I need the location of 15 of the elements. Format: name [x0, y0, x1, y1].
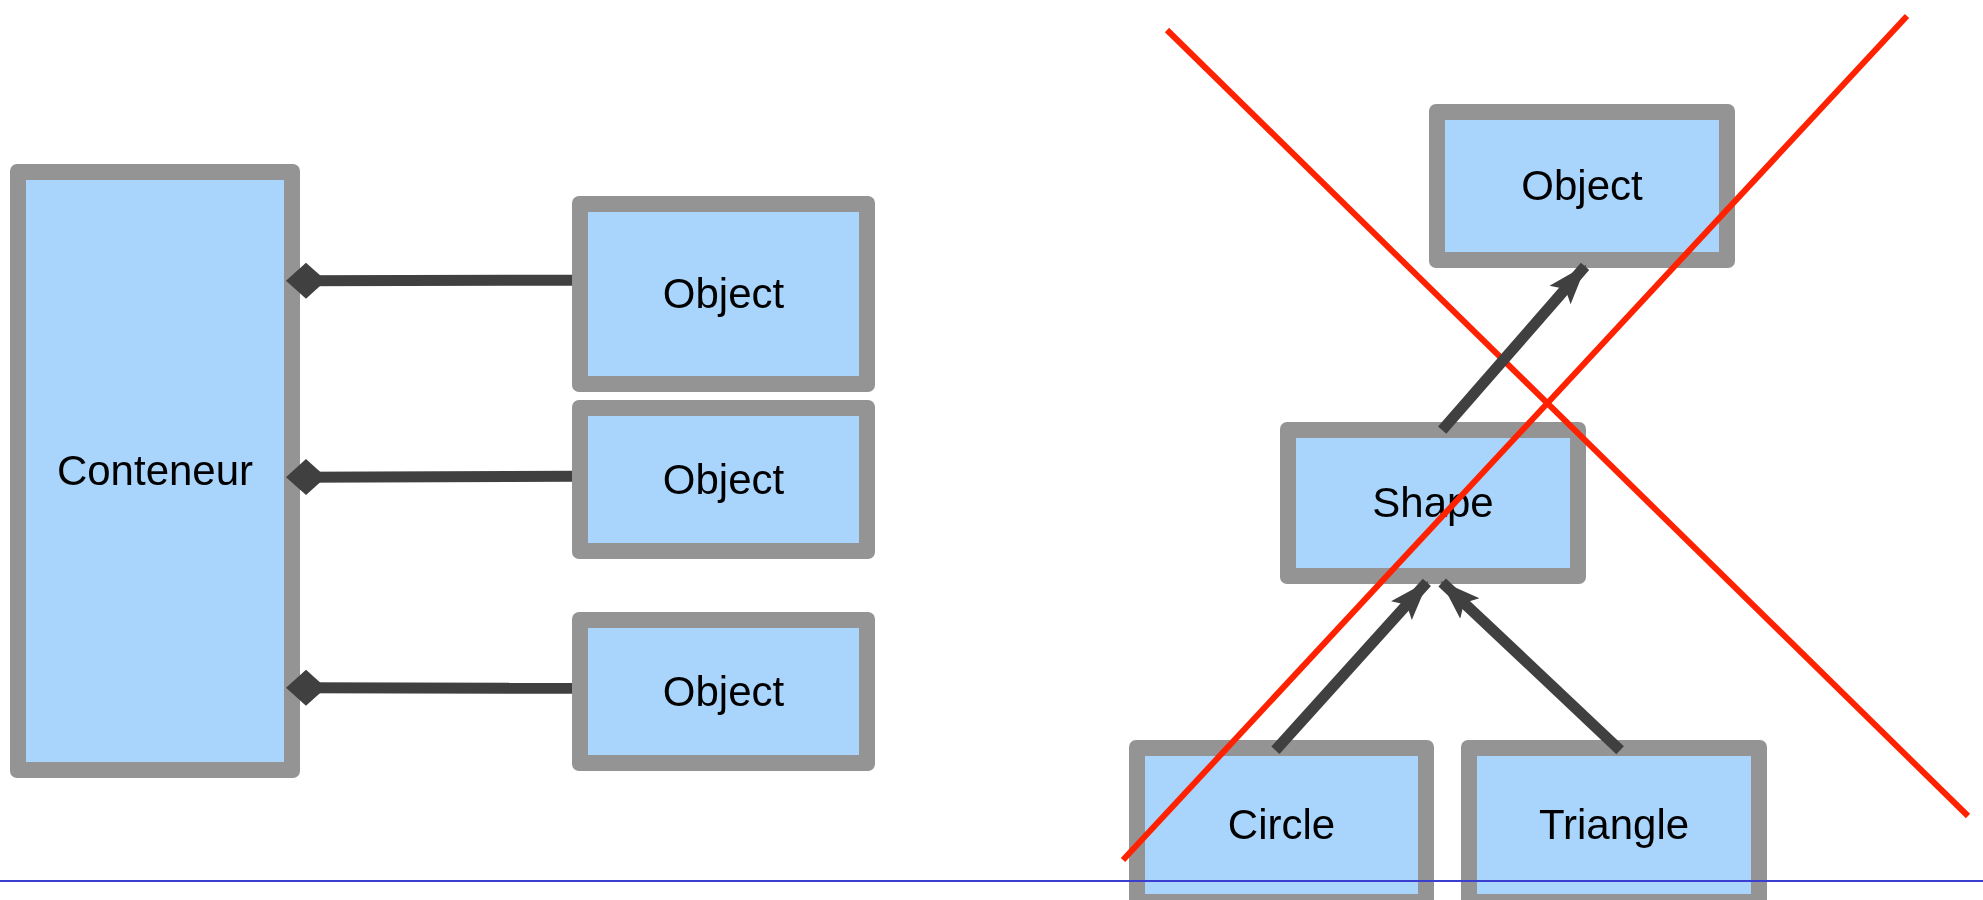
class-name: Triangle	[1538, 801, 1690, 849]
class-box	[572, 612, 875, 771]
class-name: Conteneur	[56, 447, 254, 495]
class-box	[1280, 422, 1586, 584]
class-box	[572, 196, 875, 392]
class-box	[10, 164, 300, 778]
class-box	[1129, 740, 1434, 900]
class-name: Object	[662, 455, 785, 504]
class-name: Object	[662, 667, 785, 716]
class-name: Object	[1521, 162, 1643, 210]
class-name: Object	[662, 270, 785, 318]
class-name: Circle	[1227, 801, 1336, 849]
class-box	[572, 400, 875, 559]
class-box	[1429, 104, 1735, 268]
class-box	[1461, 740, 1767, 900]
